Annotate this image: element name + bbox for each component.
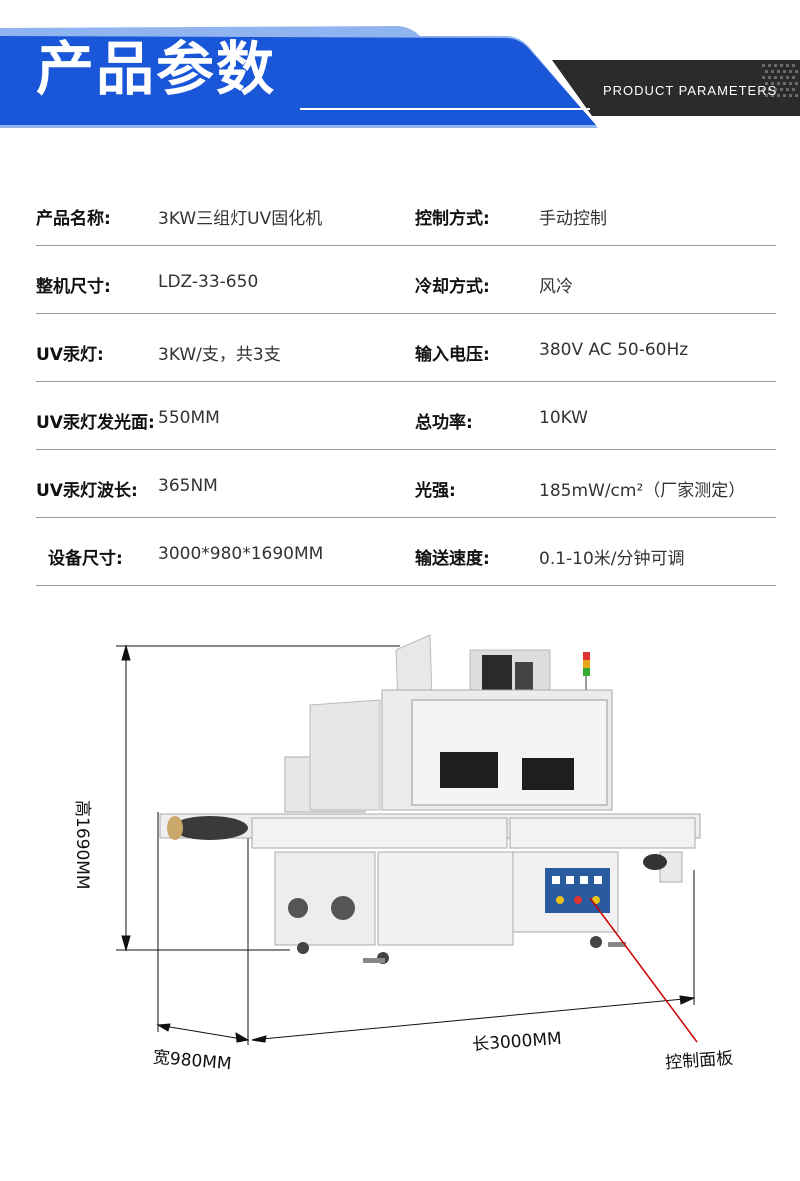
- param-label: 输入电压:: [415, 345, 490, 365]
- param-label: UV汞灯:: [36, 345, 104, 365]
- control-panel-label: 控制面板: [664, 1048, 734, 1074]
- param-value: 手动控制: [539, 209, 607, 229]
- table-row: 整机尺寸: LDZ-33-650 冷却方式: 风冷: [36, 246, 776, 314]
- param-value: 3KW三组灯UV固化机: [158, 209, 323, 229]
- param-label: 光强:: [415, 481, 456, 501]
- page-subtitle: PRODUCT PARAMETERS: [603, 83, 778, 98]
- title-underline: [300, 108, 590, 110]
- param-value: 3KW/支，共3支: [158, 345, 281, 365]
- param-label: 设备尺寸:: [48, 549, 123, 569]
- height-dimension-label: 高1690MM: [72, 800, 92, 890]
- param-label: 控制方式:: [415, 209, 490, 229]
- param-label: UV汞灯波长:: [36, 481, 138, 501]
- param-label: 总功率:: [415, 413, 473, 433]
- table-row: UV汞灯发光面: 550MM 总功率: 10KW: [36, 382, 776, 450]
- param-value: 10KW: [539, 408, 588, 428]
- param-label: 冷却方式:: [415, 277, 490, 297]
- table-row: UV汞灯: 3KW/支，共3支 输入电压: 380V AC 50-60Hz: [36, 314, 776, 382]
- machine-figure: [0, 620, 800, 1120]
- table-row: 设备尺寸: 3000*980*1690MM 输送速度: 0.1-10米/分钟可调: [36, 518, 776, 586]
- machine-illustration: [116, 634, 701, 1045]
- header-banner: [0, 26, 800, 128]
- parameter-table: 产品名称: 3KW三组灯UV固化机 控制方式: 手动控制 整机尺寸: LDZ-3…: [36, 178, 776, 586]
- param-label: 产品名称:: [36, 209, 111, 229]
- param-value: 0.1-10米/分钟可调: [539, 549, 685, 569]
- param-label: 整机尺寸:: [36, 277, 111, 297]
- page-title: 产品参数: [36, 35, 277, 103]
- param-value: 365NM: [158, 476, 218, 496]
- param-value: 550MM: [158, 408, 220, 428]
- param-label: 输送速度:: [415, 549, 490, 569]
- param-label: UV汞灯发光面:: [36, 413, 155, 433]
- section-header: 产品参数 PRODUCT PARAMETERS: [0, 0, 800, 140]
- uv-machine-drawing: [159, 634, 701, 1043]
- param-value: 3000*980*1690MM: [158, 544, 324, 564]
- table-row: UV汞灯波长: 365NM 光强: 185mW/cm²（厂家测定）: [36, 450, 776, 518]
- param-value: LDZ-33-650: [158, 272, 259, 292]
- param-value: 380V AC 50-60Hz: [539, 340, 689, 360]
- table-row: 产品名称: 3KW三组灯UV固化机 控制方式: 手动控制: [36, 178, 776, 246]
- param-value: 风冷: [539, 277, 573, 297]
- param-value: 185mW/cm²（厂家测定）: [539, 481, 746, 501]
